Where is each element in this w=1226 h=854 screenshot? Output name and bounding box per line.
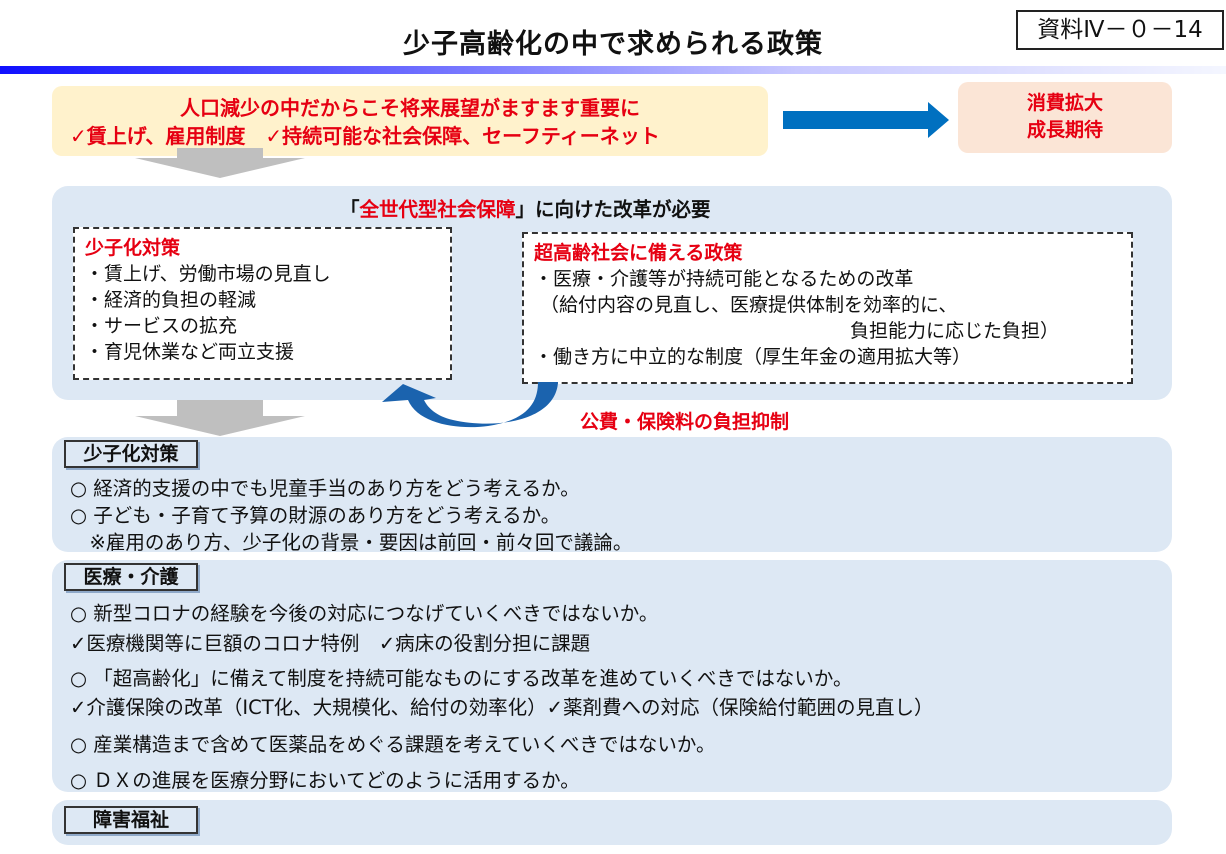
document-label: 資料Ⅳ－０－14 <box>1016 10 1224 50</box>
policy-item: ・サービスの拡充 <box>85 315 238 337</box>
policy-box-aging: 超高齢社会に備える政策 ・医療・介護等が持続可能となるための改革 （給付内容の見… <box>522 232 1133 384</box>
section-line: ※雇用のあり方、少子化の背景・要因は前回・前々回で議論。 <box>70 531 633 554</box>
reform-heading: 「全世代型社会保障」に向けた改革が必要 <box>340 193 711 222</box>
policy-item: ・経済的負担の軽減 <box>85 289 257 311</box>
premise-box: 人口減少の中だからこそ将来展望がますます重要に ✓賃上げ、雇用制度 ✓持続可能な… <box>52 86 768 156</box>
premise-line-1: 人口減少の中だからこそ将来展望がますます重要に <box>180 96 640 120</box>
section-line: ○ 子ども・子育て予算の財源のあり方をどう考えるか。 <box>70 504 561 527</box>
section-line: ○ 産業構造まで含めて医薬品をめぐる課題を考えていくべきではないか。 <box>70 733 716 756</box>
reform-heading-rest: 」に向けた改革が必要 <box>515 198 711 221</box>
section-disability <box>52 800 1172 845</box>
section-birthrate <box>52 437 1172 552</box>
policy-item: （給付内容の見直し、医療提供体制を効率的に、 <box>540 294 958 316</box>
policy-box-title: 超高齢社会に備える政策 <box>534 242 743 264</box>
policy-box-title: 少子化対策 <box>85 237 181 259</box>
policy-box-birthrate: 少子化対策 ・賃上げ、労働市場の見直し ・経済的負担の軽減 ・サービスの拡充 ・… <box>73 227 452 380</box>
reform-heading-highlight: 全世代型社会保障 <box>359 198 516 221</box>
section-label: 障害福祉 <box>64 806 198 834</box>
curved-arrow-icon <box>382 382 558 428</box>
page-title: 少子高齢化の中で求められる政策 <box>403 29 823 60</box>
section-label: 医療・介護 <box>64 563 198 591</box>
bracket: 「 <box>340 198 360 221</box>
section-line: ○ 新型コロナの経験を今後の対応につなげていくべきではないか。 <box>70 602 659 625</box>
premise-line-2: ✓賃上げ、雇用制度 ✓持続可能な社会保障、セーフティーネット <box>70 124 660 148</box>
section-line: ○ 「超高齢化」に備えて制度を持続可能なものにする改革を進めていくべきではないか… <box>70 667 853 690</box>
burden-label: 公費・保険料の負担抑制 <box>580 411 790 433</box>
policy-item: ・賃上げ、労働市場の見直し <box>85 263 331 285</box>
down-arrow-icon <box>135 400 305 436</box>
section-line: ○ 経済的支援の中でも児童手当のあり方をどう考えるか。 <box>70 477 580 500</box>
section-line: ○ ＤＸの進展を医療分野においてどのように活用するか。 <box>70 769 580 792</box>
section-medical <box>52 560 1172 792</box>
policy-item: ・育児休業など両立支援 <box>85 341 295 363</box>
header-divider <box>0 66 1226 74</box>
section-line: ✓医療機関等に巨額のコロナ特例 ✓病床の役割分担に課題 <box>70 632 591 655</box>
section-label: 少子化対策 <box>64 440 198 468</box>
outcome-line-2: 成長期待 <box>1026 119 1103 141</box>
policy-item: ・働き方に中立的な制度（厚生年金の適用拡大等） <box>534 346 972 368</box>
policy-item: 負担能力に応じた負担） <box>850 320 1060 342</box>
down-arrow-icon <box>135 148 305 178</box>
outcome-box: 消費拡大 成長期待 <box>958 82 1172 153</box>
section-line: ✓介護保険の改革（ICT化、大規模化、給付の効率化）✓薬剤費への対応（保険給付範… <box>70 696 934 719</box>
outcome-line-1: 消費拡大 <box>1026 92 1103 114</box>
policy-item: ・医療・介護等が持続可能となるための改革 <box>534 268 914 290</box>
right-arrow-icon <box>783 102 949 138</box>
